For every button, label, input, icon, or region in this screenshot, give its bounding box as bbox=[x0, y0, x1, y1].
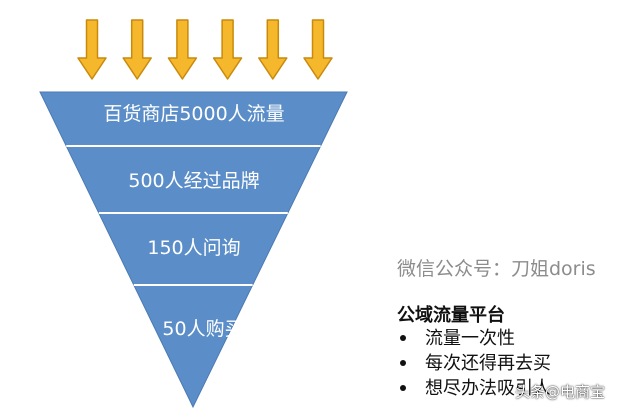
down-arrow-icon bbox=[212, 19, 243, 80]
bullet-item: 想尽办法吸引人 bbox=[398, 376, 551, 401]
bullet-text: 流量一次性 bbox=[425, 328, 515, 349]
bullet-text: 想尽办法吸引人 bbox=[425, 378, 551, 399]
funnel-level-3-label: 150人问询 bbox=[147, 237, 241, 259]
platform-title: 公域流量平台 bbox=[397, 305, 505, 326]
bullet-text: 每次还得再去买 bbox=[425, 353, 551, 374]
down-arrow-icon bbox=[77, 19, 107, 80]
bullet-item: 每次还得再去买 bbox=[398, 351, 551, 376]
down-arrow-icon bbox=[303, 19, 333, 80]
down-arrow-icon bbox=[122, 19, 152, 80]
watermark: 头条@电商宝 bbox=[515, 383, 606, 401]
funnel-dividers bbox=[66, 145, 321, 286]
bullet-list: 流量一次性 每次还得再去买 想尽办法吸引人 bbox=[398, 326, 551, 401]
funnel-shape bbox=[39, 91, 348, 409]
down-arrow-icon bbox=[258, 19, 288, 80]
bullet-dot-icon bbox=[400, 360, 406, 366]
bullet-item: 流量一次性 bbox=[398, 326, 551, 351]
funnel-level-4-label: 50人购买 bbox=[162, 318, 244, 340]
funnel-level-2-label: 500人经过品牌 bbox=[128, 170, 260, 192]
down-arrow-icon bbox=[167, 19, 198, 80]
input-arrows bbox=[77, 19, 333, 80]
wechat-account-label: 微信公众号：刀姐doris bbox=[397, 258, 596, 280]
funnel-level-1-label: 百货商店5000人流量 bbox=[103, 103, 285, 125]
bullet-dot-icon bbox=[400, 335, 406, 341]
bullet-dot-icon bbox=[400, 385, 406, 391]
